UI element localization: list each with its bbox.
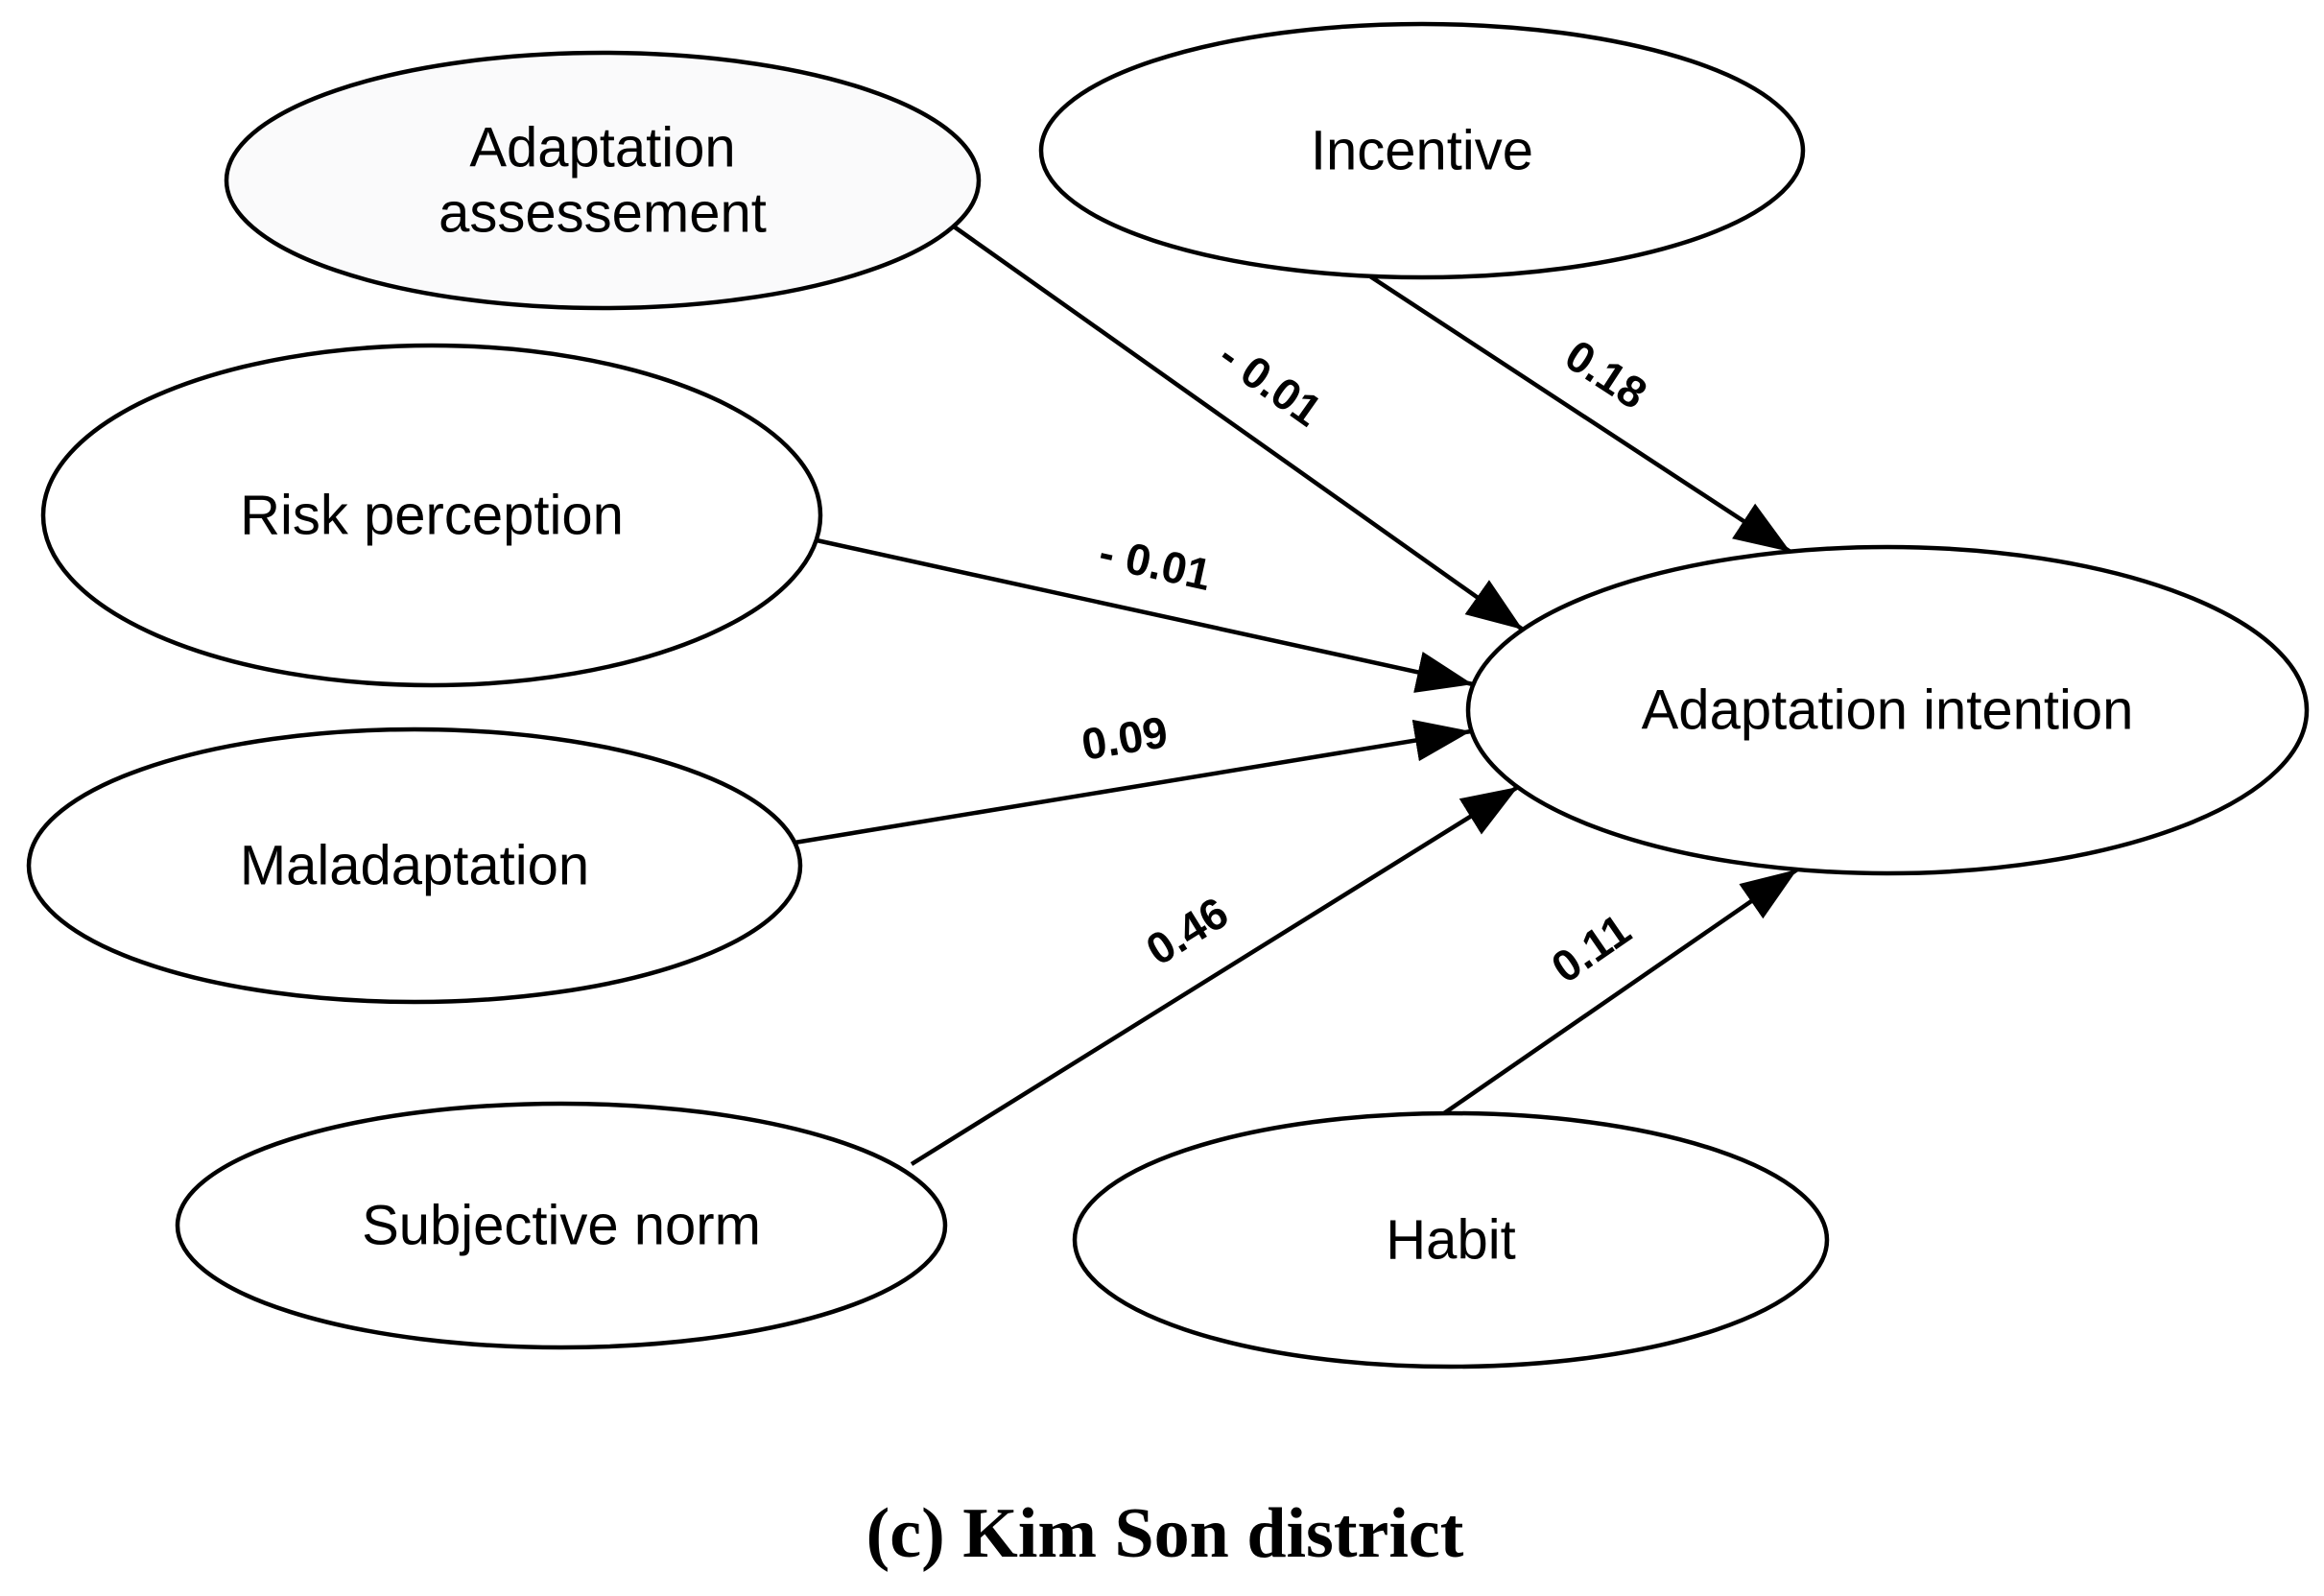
incentive-label: Incentive (1311, 120, 1533, 182)
adaptation-intention-label: Adaptation intention (1642, 679, 2134, 742)
edge-maladaptation-adaptation-intention: 0.09 (794, 706, 1472, 846)
arrow-line (952, 225, 1525, 631)
arrow-line (1442, 868, 1799, 1115)
incentive-ellipse (1038, 21, 1806, 280)
arrow-line (1368, 274, 1792, 554)
edge-incentive-adaptation-intention: 0.18 (1368, 274, 1792, 554)
edge-subjective-norm-adaptation-intention: 0.46 (910, 785, 1520, 1166)
subjective-norm-ellipse (175, 1101, 948, 1350)
node-subjective-norm: Subjective norm (175, 1101, 948, 1350)
adaptation-intention-ellipse (1465, 544, 2310, 876)
arrow-line (910, 785, 1520, 1166)
figure-caption: (c) Kim Son district (866, 1494, 1464, 1573)
node-adaptation-intention: Adaptation intention (1465, 544, 2310, 876)
edge-risk-perception-adaptation-intention: - 0.01 (816, 527, 1474, 693)
risk-perception-ellipse (40, 343, 823, 688)
habit-label: Habit (1386, 1209, 1515, 1272)
path-coefficient: 0.46 (1137, 887, 1236, 974)
maladaptation-ellipse (26, 727, 803, 1005)
path-coefficient: 0.18 (1556, 330, 1655, 419)
maladaptation-label: Maladaptation (240, 835, 589, 897)
edge-adaptation-assessement-adaptation-intention: - 0.01 (952, 225, 1525, 631)
edge-habit-adaptation-intention: 0.11 (1442, 868, 1799, 1115)
subjective-norm-label: Subjective norm (362, 1195, 761, 1257)
node-incentive: Incentive (1038, 21, 1806, 280)
path-coefficient: 0.09 (1079, 706, 1172, 770)
path-coefficient: - 0.01 (1095, 527, 1216, 600)
adaptation-assessement-label: assessement (439, 182, 767, 245)
node-maladaptation: Maladaptation (26, 727, 803, 1005)
risk-perception-label: Risk perception (240, 485, 624, 547)
arrow-line (794, 719, 1472, 846)
node-risk-perception: Risk perception (40, 343, 823, 688)
adaptation-assessement-ellipse (224, 50, 982, 311)
arrow-line (816, 537, 1474, 693)
path-coefficient: 0.11 (1542, 904, 1639, 992)
habit-ellipse (1072, 1110, 1830, 1370)
adaptation-assessement-label: Adaptation (469, 117, 735, 179)
node-habit: Habit (1072, 1110, 1830, 1370)
